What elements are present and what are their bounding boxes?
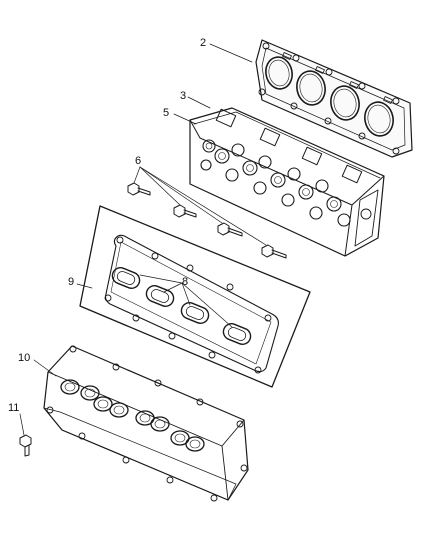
callout-6: 6 xyxy=(135,155,142,167)
callout-11: 11 xyxy=(8,402,20,414)
cylinder-head-gasket xyxy=(255,39,413,158)
callout-3: 3 xyxy=(180,90,187,102)
gasket-kit-frame xyxy=(79,205,311,388)
callout-10: 10 xyxy=(18,352,31,364)
cylinder-head xyxy=(189,107,385,257)
callout-2: 2 xyxy=(200,37,207,49)
callout-8: 8 xyxy=(182,276,189,288)
head-bolts xyxy=(127,182,287,259)
spark-plug-seals xyxy=(111,267,252,345)
valve-cover-gasket xyxy=(104,234,279,374)
valve-cover-bolt xyxy=(19,434,32,457)
valve-cover xyxy=(43,345,249,502)
callout-5: 5 xyxy=(163,107,170,119)
callout-9: 9 xyxy=(68,276,75,288)
callout-leaders xyxy=(19,43,267,436)
